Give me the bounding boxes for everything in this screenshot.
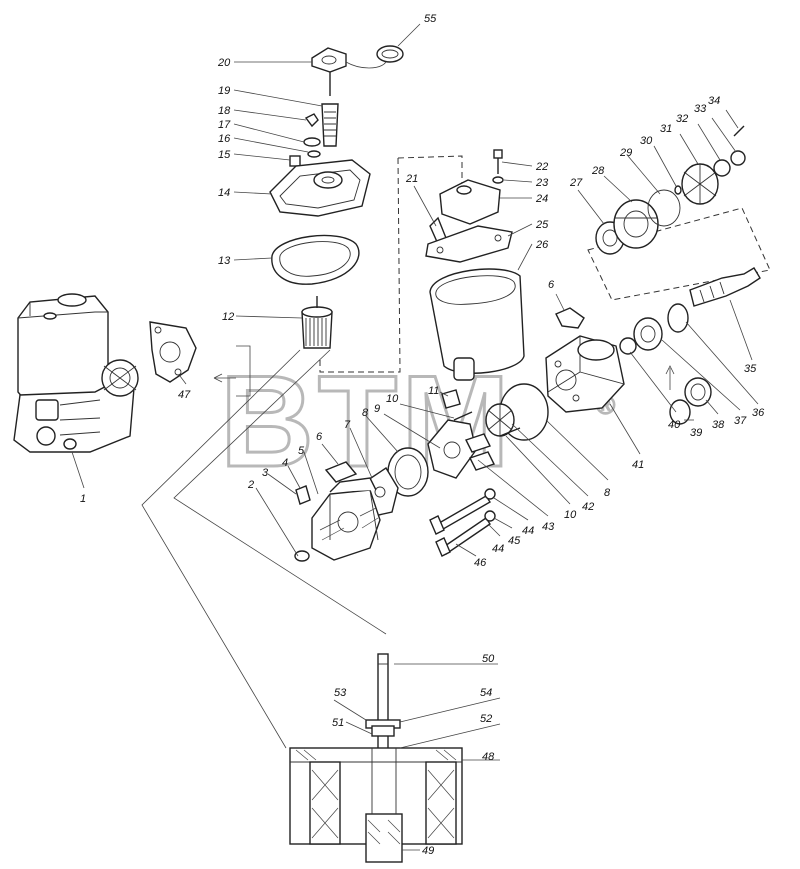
- callout-10-right: 10: [564, 509, 577, 521]
- callout-1: 1: [80, 493, 86, 505]
- callout-53: 53: [334, 687, 347, 699]
- cap-assembly: [269, 45, 404, 349]
- callout-11: 11: [428, 385, 439, 397]
- callout-27: 27: [569, 177, 583, 189]
- callout-19: 19: [218, 85, 230, 97]
- gasket-47: [149, 321, 251, 397]
- callout-10-left: 10: [386, 393, 399, 405]
- callout-49: 49: [422, 845, 434, 857]
- section-view: [141, 349, 463, 863]
- assembled-pump: [13, 293, 139, 453]
- callout-31: 31: [660, 123, 672, 135]
- callout-46: 46: [474, 557, 487, 569]
- callout-52: 52: [480, 713, 492, 725]
- callout-21: 21: [405, 173, 418, 185]
- cover-group: [294, 461, 381, 562]
- callout-6-lower: 6: [316, 431, 323, 443]
- callout-48: 48: [482, 751, 495, 763]
- callout-20: 20: [217, 57, 231, 69]
- callout-47: 47: [178, 389, 191, 401]
- callout-24: 24: [535, 193, 548, 205]
- callout-23: 23: [535, 177, 549, 189]
- callout-6-upper: 6: [548, 279, 555, 291]
- callout-16: 16: [218, 133, 231, 145]
- callout-26: 26: [535, 239, 549, 251]
- dashed-group-outline: [319, 155, 771, 373]
- callout-38: 38: [712, 419, 725, 431]
- callout-9: 9: [374, 403, 380, 415]
- callout-12: 12: [222, 311, 234, 323]
- valve-body-group: [425, 149, 513, 263]
- callout-36: 36: [752, 407, 765, 419]
- callout-22: 22: [535, 161, 548, 173]
- callout-44-upper: 44: [522, 525, 534, 537]
- callout-54: 54: [480, 687, 492, 699]
- callout-8-left: 8: [362, 407, 369, 419]
- callout-8-right: 8: [604, 487, 611, 499]
- callout-35: 35: [744, 363, 757, 375]
- callout-18: 18: [218, 105, 231, 117]
- callout-labels: 55 20 19 18 17 16 15 14 13 12 47 1 22 23…: [71, 13, 765, 857]
- callout-17: 17: [218, 119, 231, 131]
- callout-3: 3: [262, 467, 269, 479]
- callout-15: 15: [218, 149, 231, 161]
- callout-29: 29: [619, 147, 632, 159]
- callout-41: 41: [632, 459, 644, 471]
- callout-50: 50: [482, 653, 495, 665]
- callout-40: 40: [668, 419, 681, 431]
- callout-55: 55: [424, 13, 437, 25]
- callout-45: 45: [508, 535, 521, 547]
- callout-28: 28: [591, 165, 605, 177]
- callout-2: 2: [247, 479, 254, 491]
- callout-33: 33: [694, 103, 707, 115]
- pump-housing-41: [545, 307, 625, 413]
- callout-37: 37: [734, 415, 747, 427]
- callout-34: 34: [708, 95, 720, 107]
- callout-30: 30: [640, 135, 653, 147]
- bearing-gear-group: [595, 125, 761, 425]
- callout-42: 42: [582, 501, 594, 513]
- reservoir-26: [429, 268, 525, 381]
- callout-5: 5: [298, 445, 305, 457]
- callout-14: 14: [218, 187, 230, 199]
- callout-32: 32: [676, 113, 688, 125]
- bolts-group: [429, 488, 496, 557]
- callout-13: 13: [218, 255, 231, 267]
- callout-7: 7: [344, 419, 351, 431]
- callout-43: 43: [542, 521, 555, 533]
- callout-44-lower: 44: [492, 543, 504, 555]
- callout-25: 25: [535, 219, 549, 231]
- callout-4: 4: [282, 457, 288, 469]
- callout-51: 51: [332, 717, 344, 729]
- callout-39: 39: [690, 427, 702, 439]
